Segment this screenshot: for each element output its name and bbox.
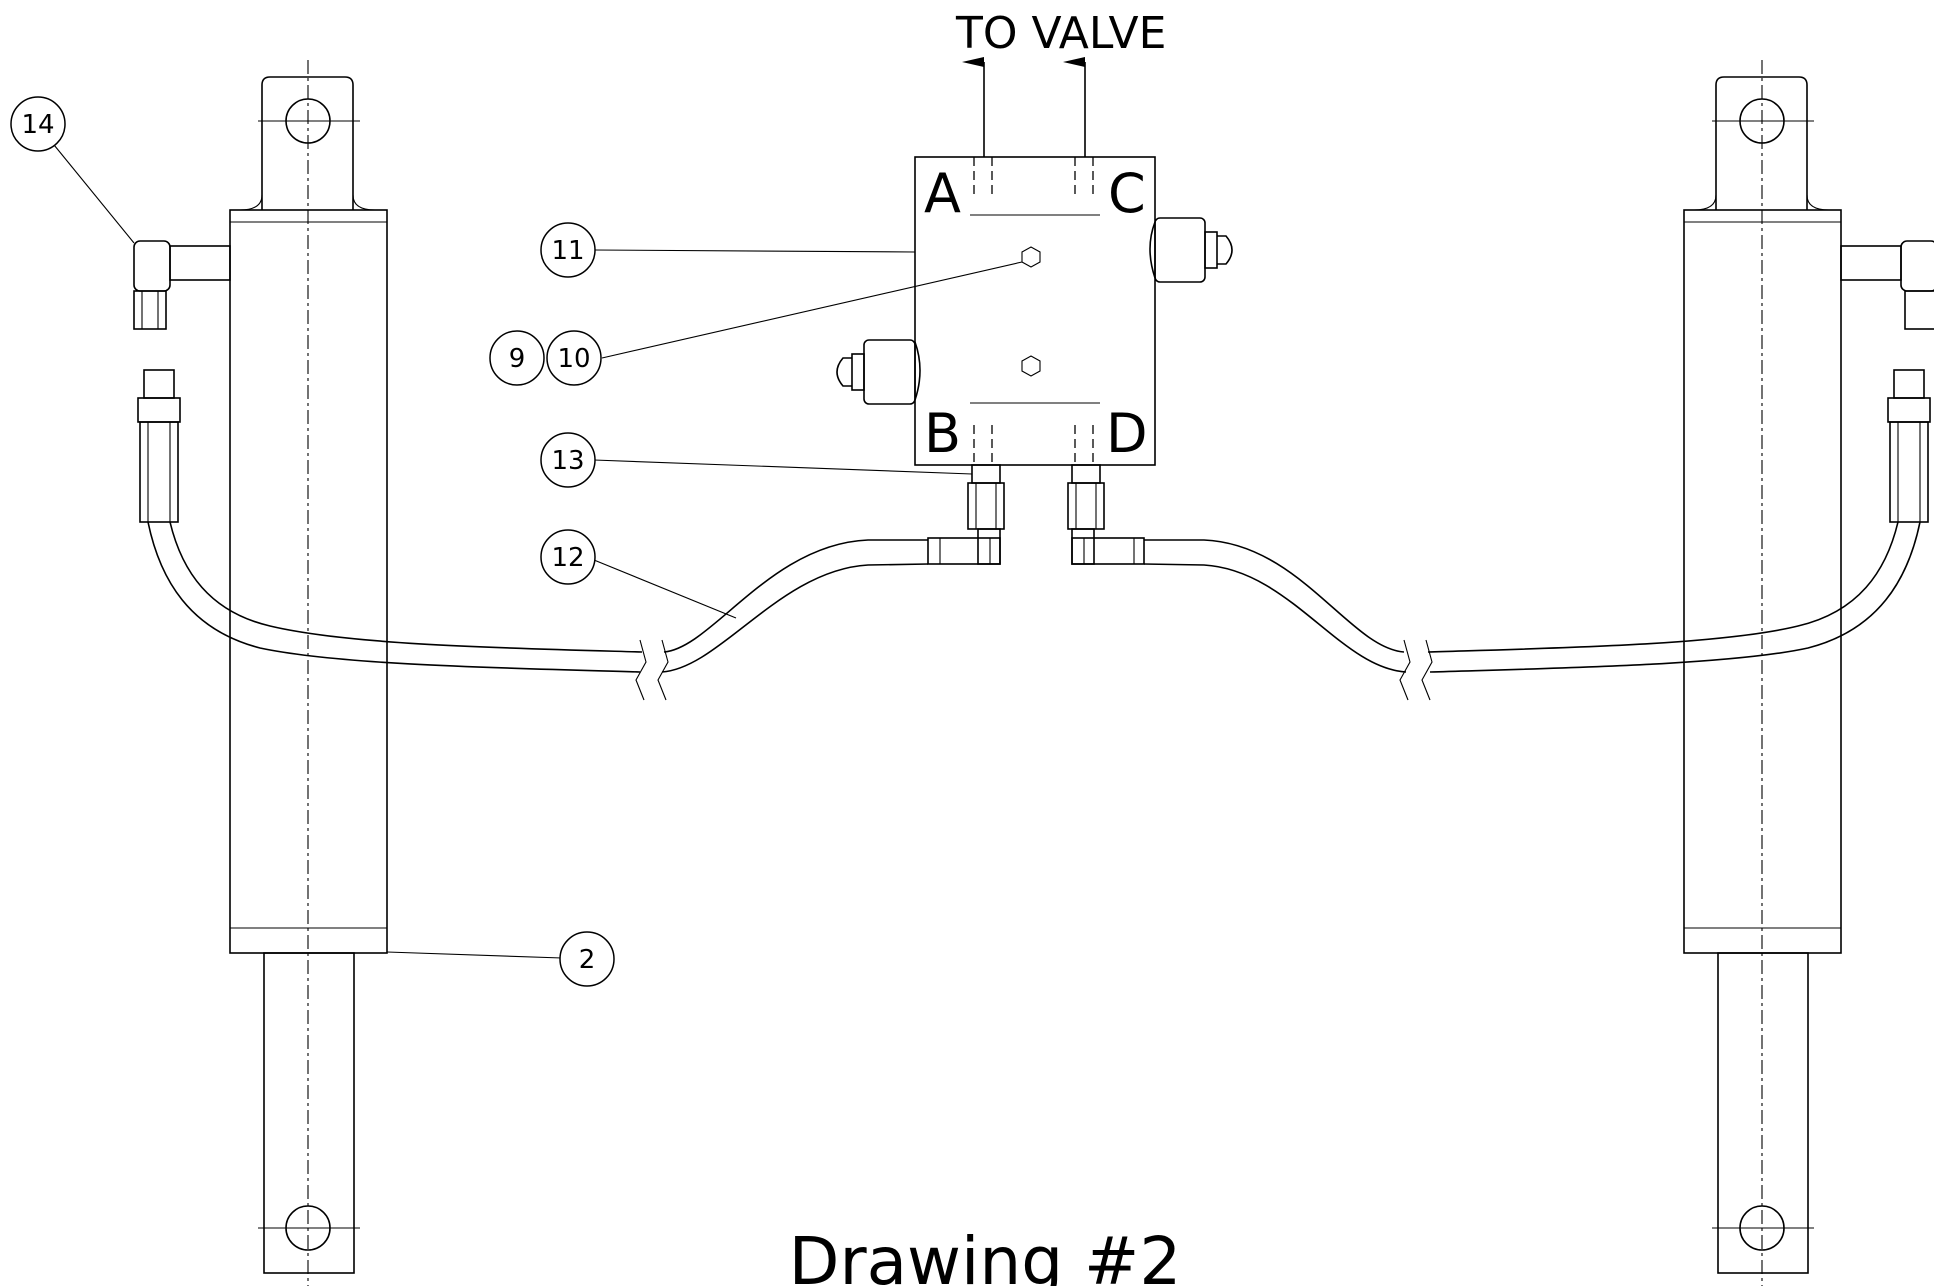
right-hose-upper-edge [1429,521,1921,673]
callout-12-label: 12 [551,543,584,573]
callout-14-label: 14 [21,110,54,140]
right-hose-lower-edge [1143,563,1407,673]
callout-11-label: 11 [551,236,584,266]
leader-13 [593,459,973,475]
port-label-d: D [1106,402,1148,465]
callout-12: 12 [540,529,596,585]
fitting-b-elbow [977,528,1001,565]
hoses [147,521,1921,701]
right-rod [1717,952,1809,1274]
left-hose-crimp [139,421,179,523]
left-elbow-body [133,240,171,292]
port-label-b: B [924,402,961,465]
left-relief-cartridge [863,339,916,405]
callout-9-label: 9 [509,344,526,374]
right-top-clevis [1715,76,1808,210]
lower-hex-plug [1021,355,1041,377]
leader-12 [593,559,737,619]
right-port-nipple [1840,245,1902,281]
left-rod [263,952,355,1274]
callout-14: 14 [10,96,66,152]
callout-10: 10 [546,330,602,386]
left-hose-lower-edge [661,563,929,673]
valve-body [914,156,1156,466]
right-cylinder [1683,60,1934,1286]
leader-lines [49,139,1023,959]
fitting-b-nut [967,482,1005,530]
right-hose-crimp [1889,421,1929,523]
upper-hex-plug [1021,246,1041,268]
callout-2: 2 [559,931,615,987]
drawing-title: Drawing #2 [789,1223,1182,1286]
lower-fittings [927,464,1145,565]
left-cylinder [133,60,388,1286]
fitting-d-elbow [1071,528,1095,565]
left-elbow-stem [133,290,167,330]
left-hose-upper-edge [147,521,641,673]
callout-13: 13 [540,432,596,488]
callout-2-label: 2 [579,945,596,975]
callout-13-label: 13 [551,446,584,476]
left-hose-nut [143,369,175,399]
valve-block: A C B D TO VALVE [836,8,1233,466]
fitting-d-nut [1067,482,1105,530]
to-valve-note: TO VALVE [955,8,1166,59]
callout-9: 9 [489,330,545,386]
callout-11: 11 [540,222,596,278]
callout-10-label: 10 [557,344,590,374]
leader-2 [386,951,563,959]
leader-9-10 [601,261,1023,359]
right-elbow-body [1900,240,1934,292]
left-port-nipple [169,245,231,281]
port-label-a: A [924,162,961,225]
right-hose-nut [1893,369,1925,399]
left-top-clevis [261,76,354,210]
right-relief-cartridge [1154,217,1206,283]
leader-11 [593,249,916,253]
leader-14 [49,139,135,244]
port-label-c: C [1108,162,1146,225]
